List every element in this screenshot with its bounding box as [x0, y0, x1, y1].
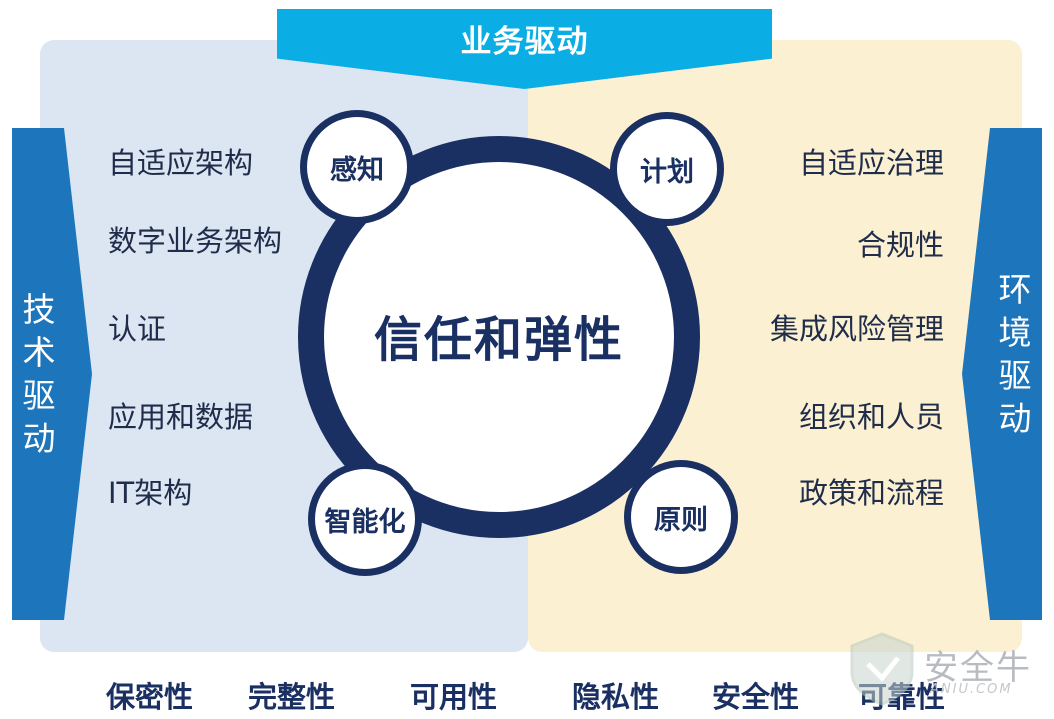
right-item: 政策和流程: [798, 476, 944, 510]
right-item: 集成风险管理: [769, 312, 944, 346]
node-intelligence: 智能化: [308, 462, 422, 576]
bottom-label: 隐私性: [572, 680, 660, 714]
left-item: 数字业务架构: [108, 224, 283, 258]
watermark-text: 安全牛: [924, 648, 1032, 688]
right-item: 自适应治理: [798, 146, 944, 180]
node-plan: 计划: [610, 112, 724, 226]
node-principle-label: 原则: [631, 467, 731, 567]
left-item: IT架构: [108, 476, 193, 510]
node-principle: 原则: [624, 460, 738, 574]
node-perception: 感知: [300, 110, 414, 224]
watermark-subtext: ANIU.COM: [930, 682, 1013, 697]
environment-driver-label: 环境驱动: [998, 270, 1032, 438]
trust-resilience-label: 信任和弹性: [373, 312, 624, 368]
bottom-label: 安全性: [712, 680, 800, 714]
bottom-label: 保密性: [106, 680, 194, 714]
shield-icon: [850, 632, 914, 706]
left-item: 认证: [108, 312, 167, 346]
left-item: 自适应架构: [108, 146, 254, 180]
bottom-label: 完整性: [248, 680, 336, 714]
left-item: 应用和数据: [108, 400, 254, 434]
right-item: 组织和人员: [798, 400, 944, 434]
business-driver-label: 业务驱动: [460, 24, 589, 60]
node-intelligence-label: 智能化: [315, 469, 415, 569]
node-plan-label: 计划: [617, 119, 717, 219]
node-perception-label: 感知: [307, 117, 407, 217]
bottom-label: 可用性: [410, 680, 498, 714]
technology-driver-label: 技术驱动: [22, 290, 56, 458]
right-item: 合规性: [856, 228, 944, 262]
watermark-logo: [850, 632, 914, 706]
